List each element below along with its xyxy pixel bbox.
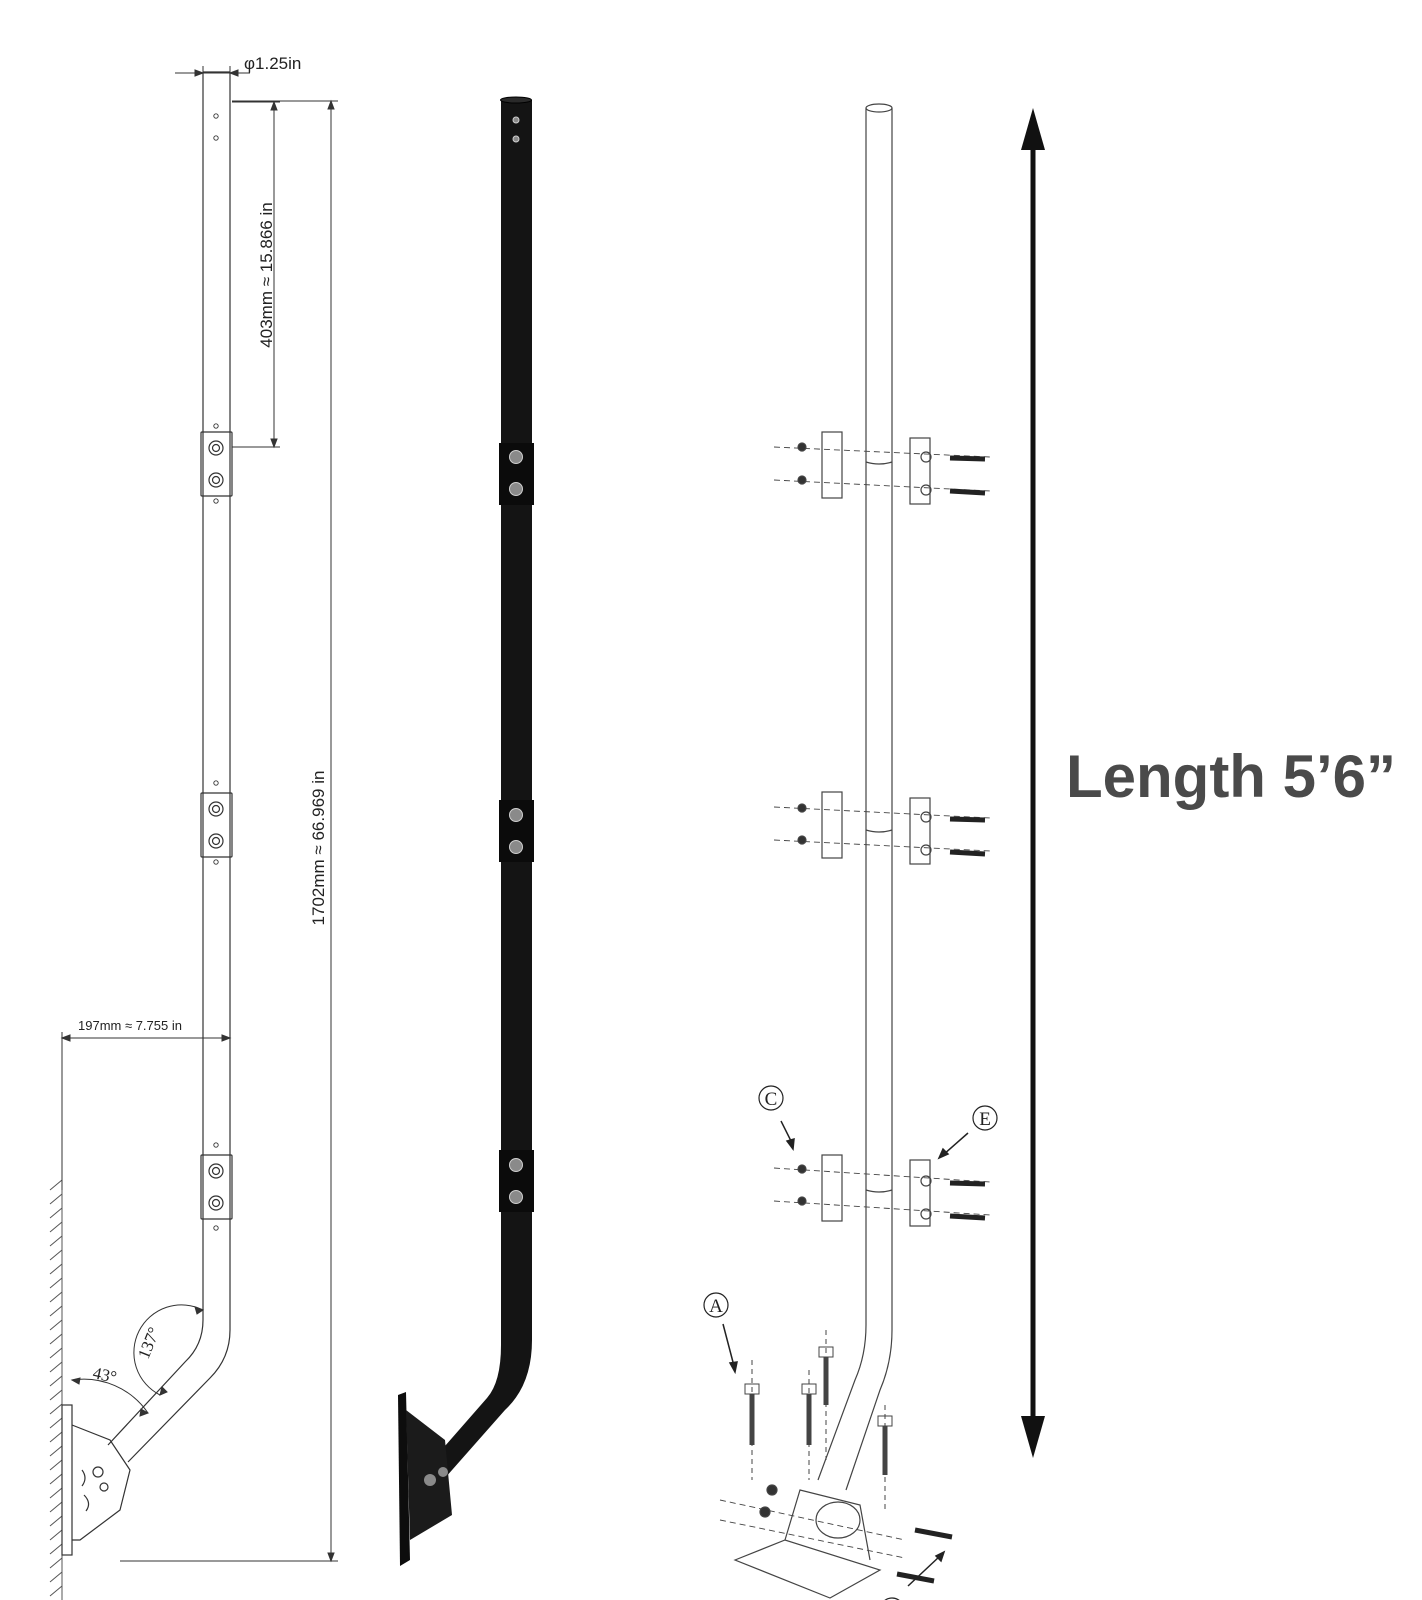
- splice-sleeve-1: [200, 431, 233, 497]
- clamp-set-1: [773, 431, 991, 505]
- upper-spacing-dimension: [232, 100, 280, 449]
- lag-screws: [744, 1330, 893, 1510]
- angle-upper-label: 137°: [134, 1324, 164, 1361]
- product-bolts: [509, 116, 523, 1204]
- technical-drawing: [49, 66, 338, 1600]
- length-label: Length 5’6”: [1066, 743, 1396, 810]
- callout-e: E: [979, 1109, 991, 1130]
- wall-hatch: [49, 1179, 63, 1600]
- diameter-dimension: [175, 66, 250, 80]
- length-arrow: [1021, 108, 1045, 1458]
- total-length-label: 1702mm ≈ 66.969 in: [309, 771, 328, 926]
- product-bracket: [398, 1392, 452, 1566]
- exploded-assembly: [703, 103, 998, 1600]
- diameter-label: φ1.25in: [244, 54, 301, 73]
- splice-sleeve-3: [200, 1154, 233, 1220]
- pole-outline: [107, 71, 231, 1463]
- offset-label: 197mm ≈ 7.755 in: [78, 1018, 182, 1033]
- upper-spacing-label: 403mm ≈ 15.866 in: [257, 202, 276, 347]
- wall-bracket: [61, 1404, 131, 1556]
- exploded-pole: [817, 103, 893, 1491]
- angle-lower-label: 43°: [91, 1363, 118, 1387]
- callout-a: A: [709, 1296, 723, 1317]
- callout-arrows: [722, 1120, 969, 1587]
- offset-dimension: [60, 1032, 232, 1190]
- angle-arcs: [70, 1304, 205, 1417]
- exploded-base: [719, 1484, 953, 1599]
- pole-holes: [213, 113, 219, 1231]
- clamp-set-2: [773, 791, 991, 865]
- callout-c: C: [765, 1089, 778, 1110]
- product-pole: [398, 96, 534, 1566]
- callout-circles: [703, 1085, 998, 1600]
- clamp-set-3: [773, 1154, 991, 1227]
- total-length-dimension: [120, 99, 338, 1563]
- splice-sleeve-2: [200, 792, 233, 858]
